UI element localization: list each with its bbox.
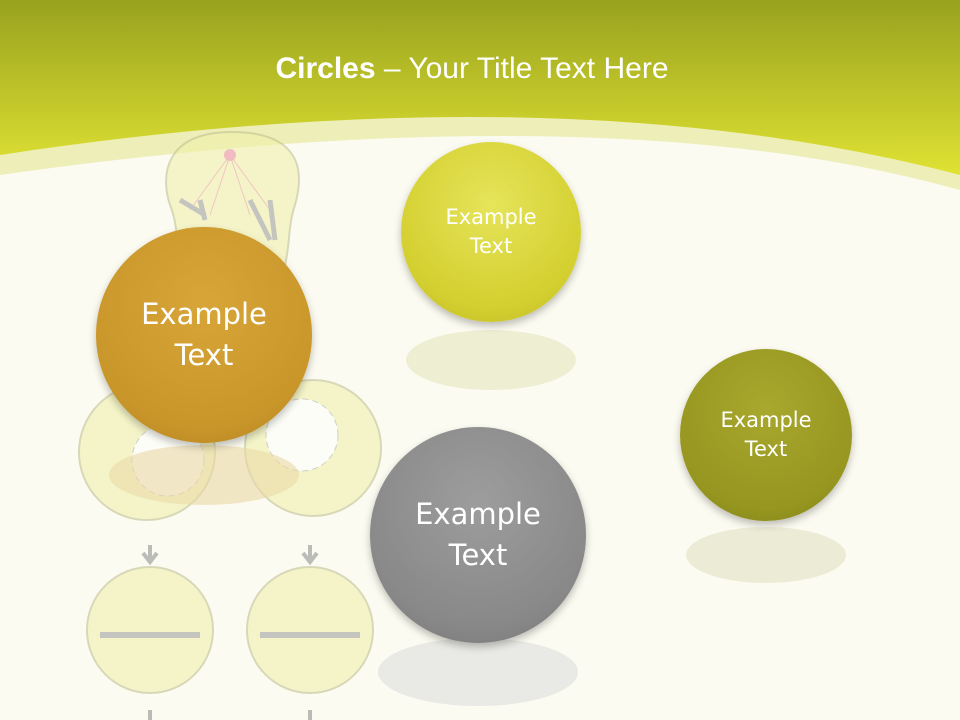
title-bold: Circles	[275, 52, 376, 85]
circle-text-line2: Text	[448, 538, 508, 572]
circle-reflection	[378, 638, 578, 706]
circle-text-line1: Example	[141, 297, 267, 332]
circle-yellow[interactable]: Example Text	[401, 142, 581, 322]
slide-title: Circles – Your Title Text Here	[0, 52, 944, 86]
circle-text-line2: Text	[469, 234, 513, 258]
circle-olive[interactable]: Example Text	[680, 349, 852, 521]
circle-gray[interactable]: Example Text	[370, 427, 586, 643]
circle-text-line2: Text	[174, 338, 234, 372]
circle-text-line1: Example	[415, 497, 541, 532]
circle-reflection	[686, 527, 846, 583]
title-rest: – Your Title Text Here	[375, 52, 669, 85]
circle-orange[interactable]: Example Text	[96, 227, 312, 443]
circle-text-line2: Text	[744, 437, 788, 461]
circle-text-line1: Example	[445, 204, 537, 229]
circle-reflection	[406, 330, 576, 390]
header-band	[0, 0, 960, 175]
circle-text-line1: Example	[720, 407, 812, 432]
circle-reflection	[109, 445, 299, 505]
